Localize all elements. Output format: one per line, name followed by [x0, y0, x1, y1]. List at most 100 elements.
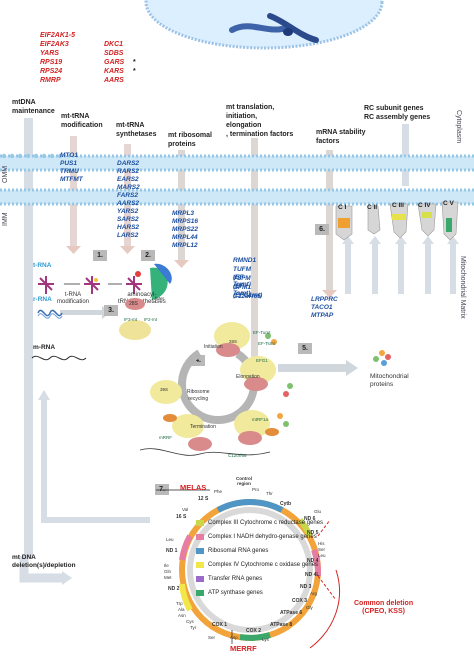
- legend-label: Ribosomal RNA genes: [208, 548, 269, 554]
- gene-YARS: YARS: [40, 50, 59, 57]
- legend-label: Transfer RNA genes: [208, 576, 263, 582]
- ribosome-recycling-label: Ribosome recycling: [187, 389, 210, 402]
- trna-illustrations: [38, 263, 172, 300]
- trna-Asp: Asp: [230, 635, 238, 640]
- step-5-box: 5.: [298, 343, 312, 354]
- trna-Thr: Thr: [266, 491, 273, 496]
- gene-COX2: COX 2: [246, 628, 262, 634]
- nucleus-illustration: [144, 0, 384, 50]
- gene-ND4L: ND 4L: [305, 572, 320, 578]
- gene-RMRP: RMRP: [40, 77, 61, 84]
- gene-TUFM: TUFM (EF-Tumt): [233, 266, 252, 288]
- legend-label: Complex I NADH dehydro-genase genes: [208, 534, 317, 540]
- legend-swatch: [196, 548, 204, 554]
- gene-RMND1: RMND1: [233, 257, 257, 264]
- gene-TSFM: TSFM (EF-Tsmt): [233, 275, 251, 297]
- legend-item: Ribosomal RNA genes: [196, 548, 306, 558]
- mtdna-genome-circle: [156, 489, 340, 649]
- mitochondrial-proteins-label: Mitochondrial proteins: [370, 373, 409, 388]
- gene-GARS: GARS: [104, 59, 125, 66]
- translation-cycle: [140, 322, 293, 456]
- gene-MTPAP: MTPAP: [311, 312, 334, 319]
- trna-Leu2: Leu: [318, 553, 326, 558]
- gene-MARS2: MARS2: [117, 184, 140, 191]
- gene-AARS: AARS: [104, 77, 124, 84]
- trna-Tyr: Tyr: [190, 625, 197, 630]
- legend-item: Complex IV Cytochrome c oxidase genes: [196, 562, 318, 572]
- gene-RPS19: RPS19: [40, 59, 63, 66]
- gene-LARS2: LARS2: [117, 232, 139, 239]
- complex-II-label: C II: [367, 204, 378, 211]
- gene-C12orf65: C12orf65: [233, 293, 261, 300]
- gene-YARS2: YARS2: [117, 208, 139, 215]
- trna-His: His: [318, 541, 325, 546]
- trna-Val: Val: [182, 507, 189, 512]
- gene-HARS2: HARS2: [117, 224, 140, 231]
- gene-12S: 12 S: [198, 496, 209, 502]
- gene-LRPPRC: LRPPRC: [311, 296, 338, 303]
- legend-item: ATP synthase genes: [196, 590, 306, 600]
- step-6-box: 6.: [315, 224, 329, 235]
- mrna-label: m-RNA: [33, 344, 56, 351]
- legend-item: Complex I NADH dehydro-genase genes: [196, 534, 317, 544]
- header-mrna-stability: mRNA stability factors: [316, 129, 366, 145]
- termination-label: Termination: [190, 424, 216, 430]
- legend-swatch: [196, 534, 204, 540]
- gene-COX3: COX 3: [292, 598, 308, 604]
- gene-PUS1: PUS1: [60, 160, 77, 167]
- gene-TACO1: TACO1: [311, 304, 333, 311]
- step-2-box: 2.: [141, 250, 155, 261]
- label-cytoplasm: Cytoplasm: [455, 110, 462, 144]
- trna-Ile: Ile: [164, 563, 169, 568]
- complex-V-label: C V: [443, 200, 454, 207]
- mrna-strand-icon: [31, 355, 87, 361]
- trna-Cys: Cys: [186, 619, 194, 624]
- step-1-box: 1.: [93, 250, 107, 261]
- gene-MTO1: MTO1: [60, 152, 78, 159]
- trna-Gln: Gln: [164, 569, 172, 574]
- mrrf-label: mRRF: [159, 435, 172, 440]
- rrna-label: r-RNA: [33, 296, 52, 303]
- gene-ND2: ND 2: [168, 586, 180, 592]
- fmet-label: fMet: [155, 296, 164, 301]
- trna-Gly: Gly: [306, 605, 313, 610]
- trna-label: t-RNA: [33, 262, 52, 269]
- complex-I-label: C I: [338, 204, 347, 211]
- step-7-box: 7.: [155, 484, 169, 495]
- trna-modification-caption: t-RNA modification: [57, 292, 90, 305]
- gene-MRPS16: MRPS16: [172, 218, 199, 225]
- gene-MRPL44: MRPL44: [172, 234, 198, 241]
- subunit-28S-label: 28S: [129, 301, 138, 307]
- label-imm: IMM: [2, 212, 9, 226]
- star-marker: *: [133, 68, 136, 75]
- trna-Phe: Phe: [214, 489, 223, 494]
- control-region-label: Control region: [236, 476, 252, 486]
- aminoacyl-synthetases-caption: aminoacyl- tRNA synthetases: [118, 292, 166, 305]
- gene-MRPL12: MRPL12: [172, 242, 198, 249]
- gene-RPS24: RPS24: [40, 68, 63, 75]
- genome-legend: Complex III Cytochrome c reductase genes…: [196, 520, 323, 612]
- mitochondrial-membranes: [0, 153, 474, 206]
- gene-ND5: ND 5: [307, 530, 319, 536]
- gene-EIF2AK1-5: EIF2AK1-5: [40, 32, 76, 39]
- gene-ND4: ND 4: [307, 558, 319, 564]
- star-marker: *: [133, 59, 136, 66]
- gene-ATPase6: ATPase 6: [280, 610, 303, 616]
- trna-Leu: Leu: [166, 537, 174, 542]
- header-trna-modification: mt-tRNA modification: [61, 113, 103, 129]
- gene-RARS2: RARS2: [117, 168, 140, 175]
- merrf-label: MERRF: [230, 644, 257, 653]
- legend-swatch: [196, 576, 204, 582]
- complex-III-label: C III: [392, 202, 404, 209]
- gene-KARS: KARS: [104, 68, 124, 75]
- gene-AARS2: AARS2: [117, 200, 140, 207]
- label-mitochondrial-matrix: Mitochondrial Matrix: [459, 256, 466, 319]
- rrna-tangle-icon: [37, 309, 63, 319]
- initiation-label: Initiation: [204, 344, 223, 350]
- trna-Ala: Ala: [178, 607, 185, 612]
- common-deletion-label: Common deletion (CPEO, KSS): [354, 600, 414, 615]
- gene-DKC1: DKC1: [104, 41, 124, 48]
- gene-ND3: ND 3: [300, 584, 312, 590]
- gene-Cytb: Cytb: [280, 501, 292, 507]
- legend-label: ATP synthase genes: [208, 590, 263, 596]
